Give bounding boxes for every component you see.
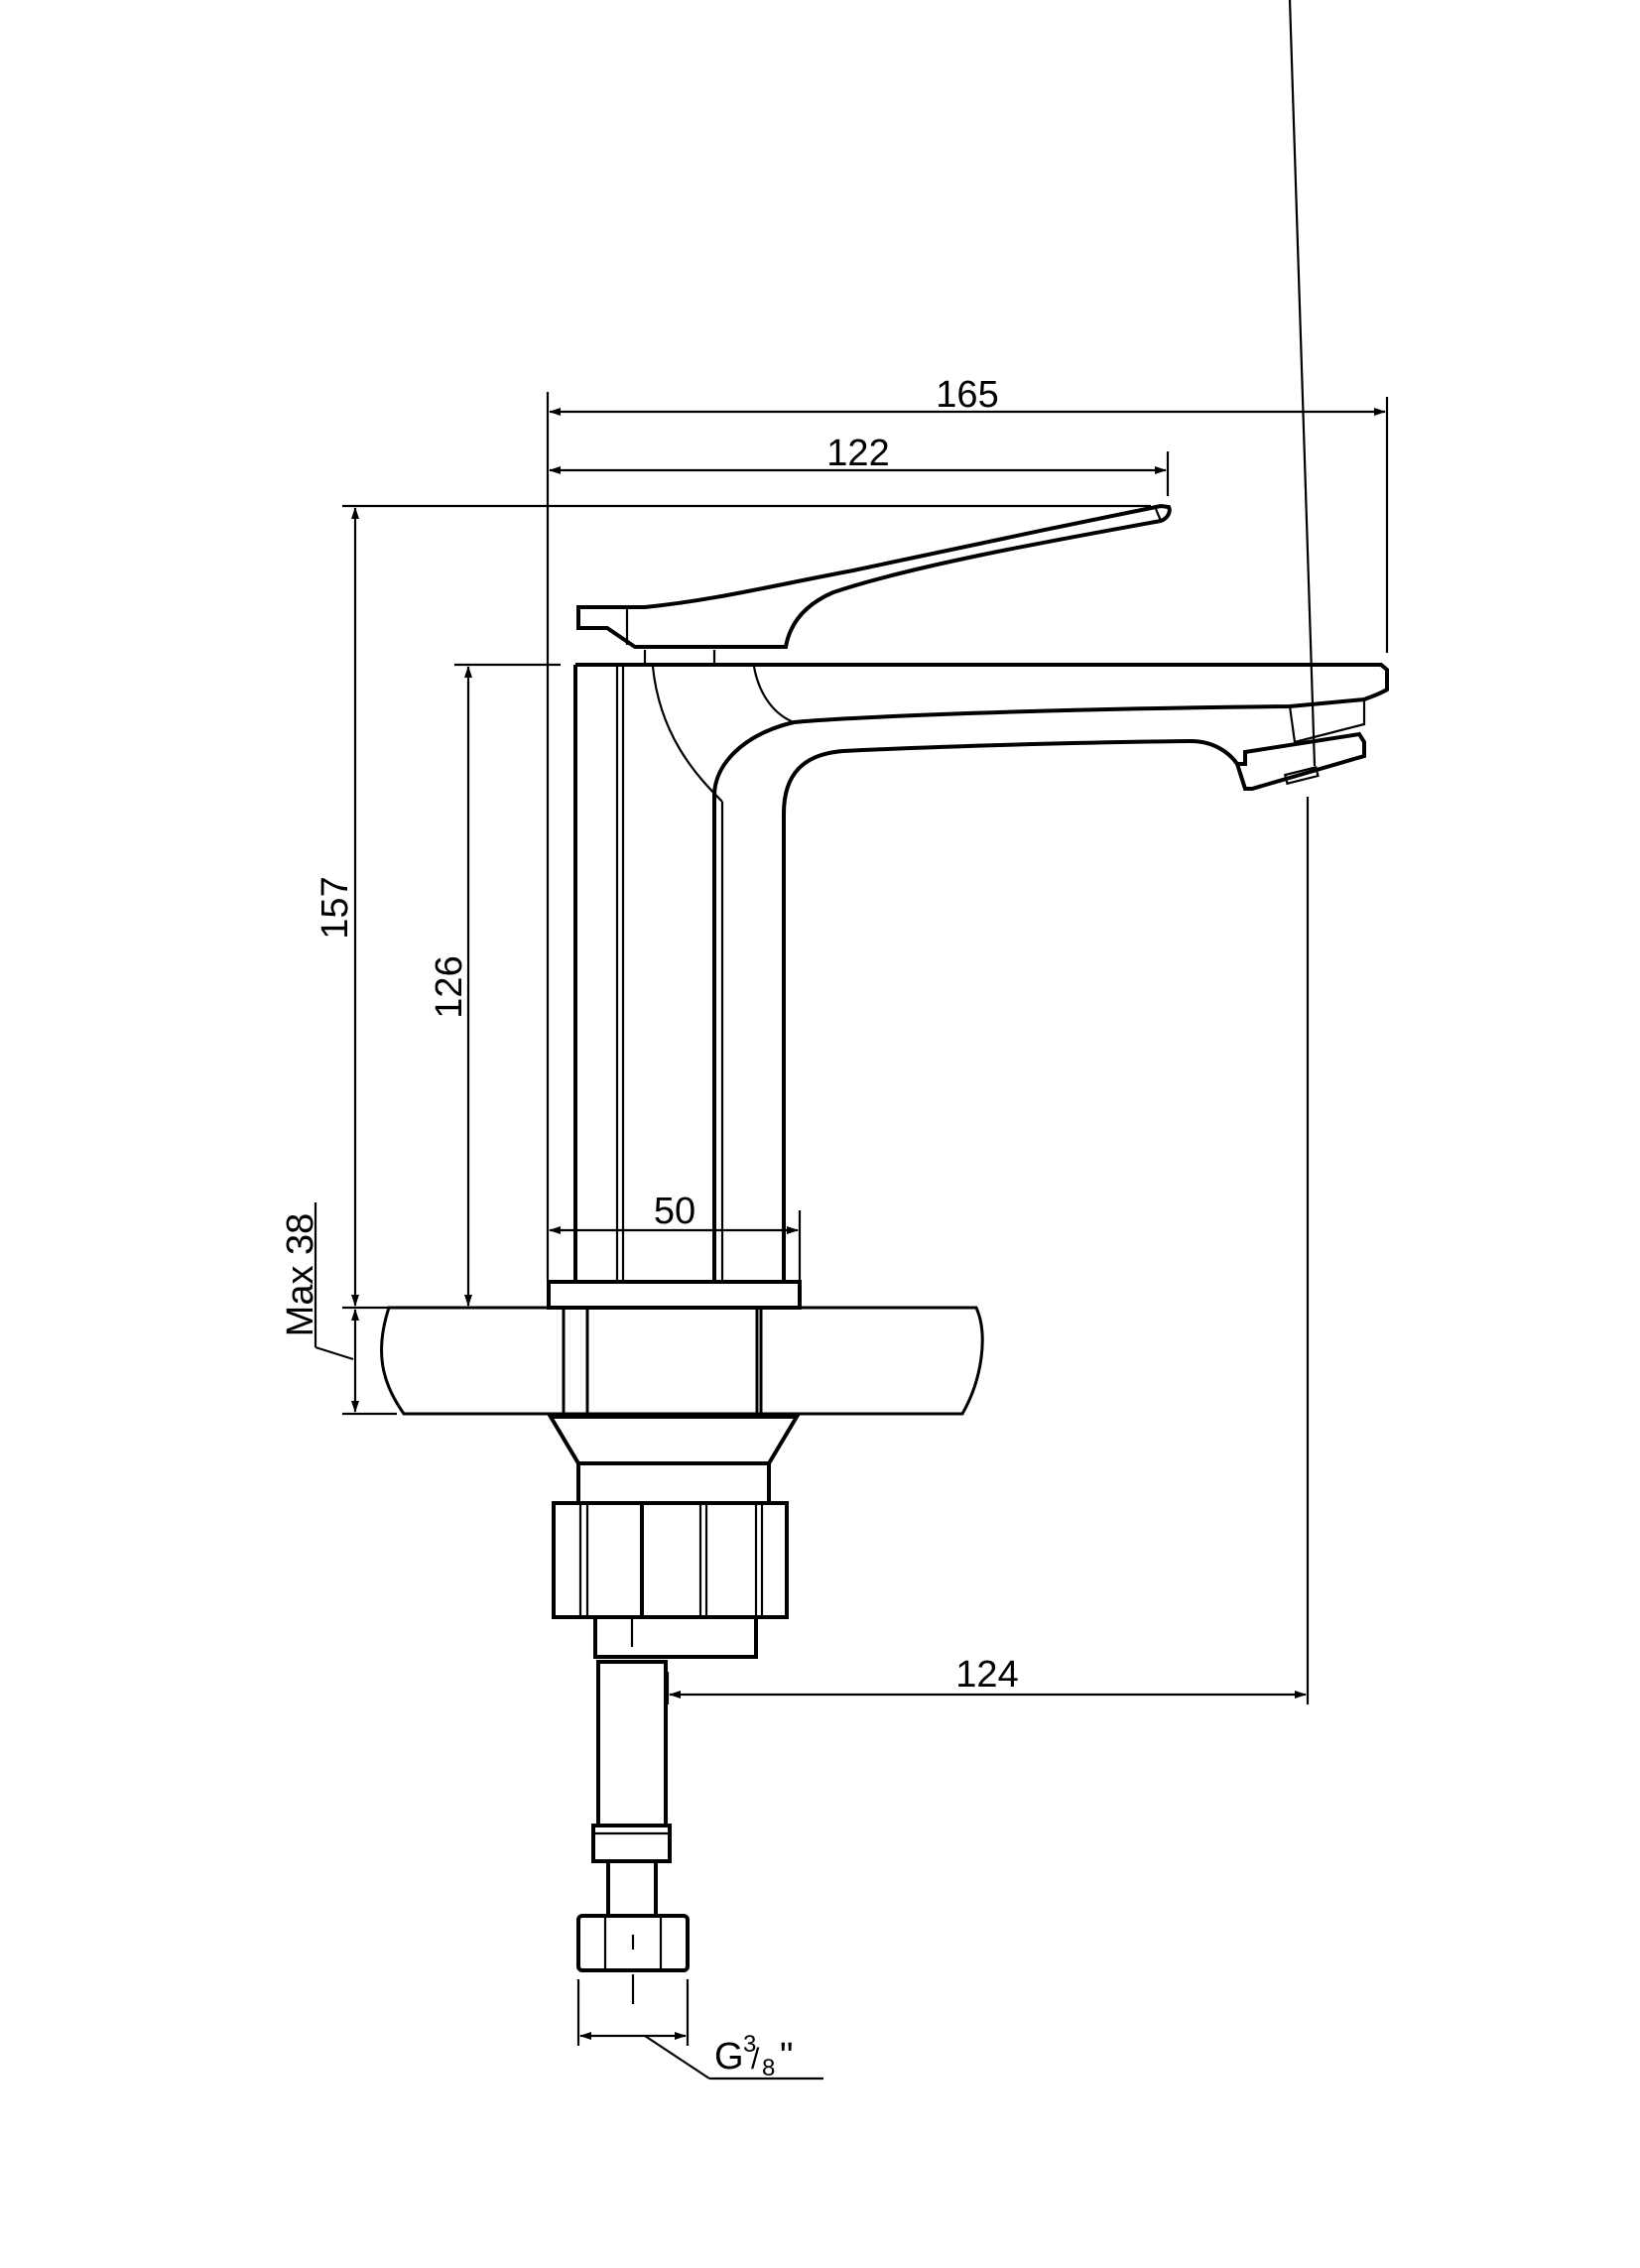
- dim-165-label: 165: [936, 374, 998, 416]
- dim-126-label: 126: [429, 955, 470, 1018]
- dim-max38-label: Max 38: [280, 1213, 321, 1337]
- thread-letter: G: [714, 2036, 744, 2078]
- faucet-body: [547, 0, 1389, 1310]
- thread-denominator: 8: [762, 2055, 775, 2081]
- lever-handle: [576, 503, 1172, 649]
- dim-50-label: 50: [654, 1191, 695, 1232]
- flexible-hose: [576, 1660, 690, 2004]
- mounting-hardware: [547, 1415, 801, 1659]
- dimension-labels: 165 122 157 126 Max 38 50 124 G 3 / 8 ": [280, 374, 1019, 2081]
- dimension-lines: [314, 392, 1389, 2080]
- countertop-section: [380, 1306, 984, 1416]
- thread-slash: /: [751, 2043, 760, 2076]
- thread-inch-mark: ": [780, 2036, 794, 2078]
- dim-122-label: 122: [826, 433, 889, 474]
- dim-157-label: 157: [315, 876, 356, 939]
- dim-thread-label: G 3 / 8 ": [714, 2031, 794, 2081]
- dim-124-label: 124: [955, 1654, 1018, 1696]
- thread-numerator: 3: [743, 2031, 756, 2058]
- threaded-shank: [562, 1306, 763, 1416]
